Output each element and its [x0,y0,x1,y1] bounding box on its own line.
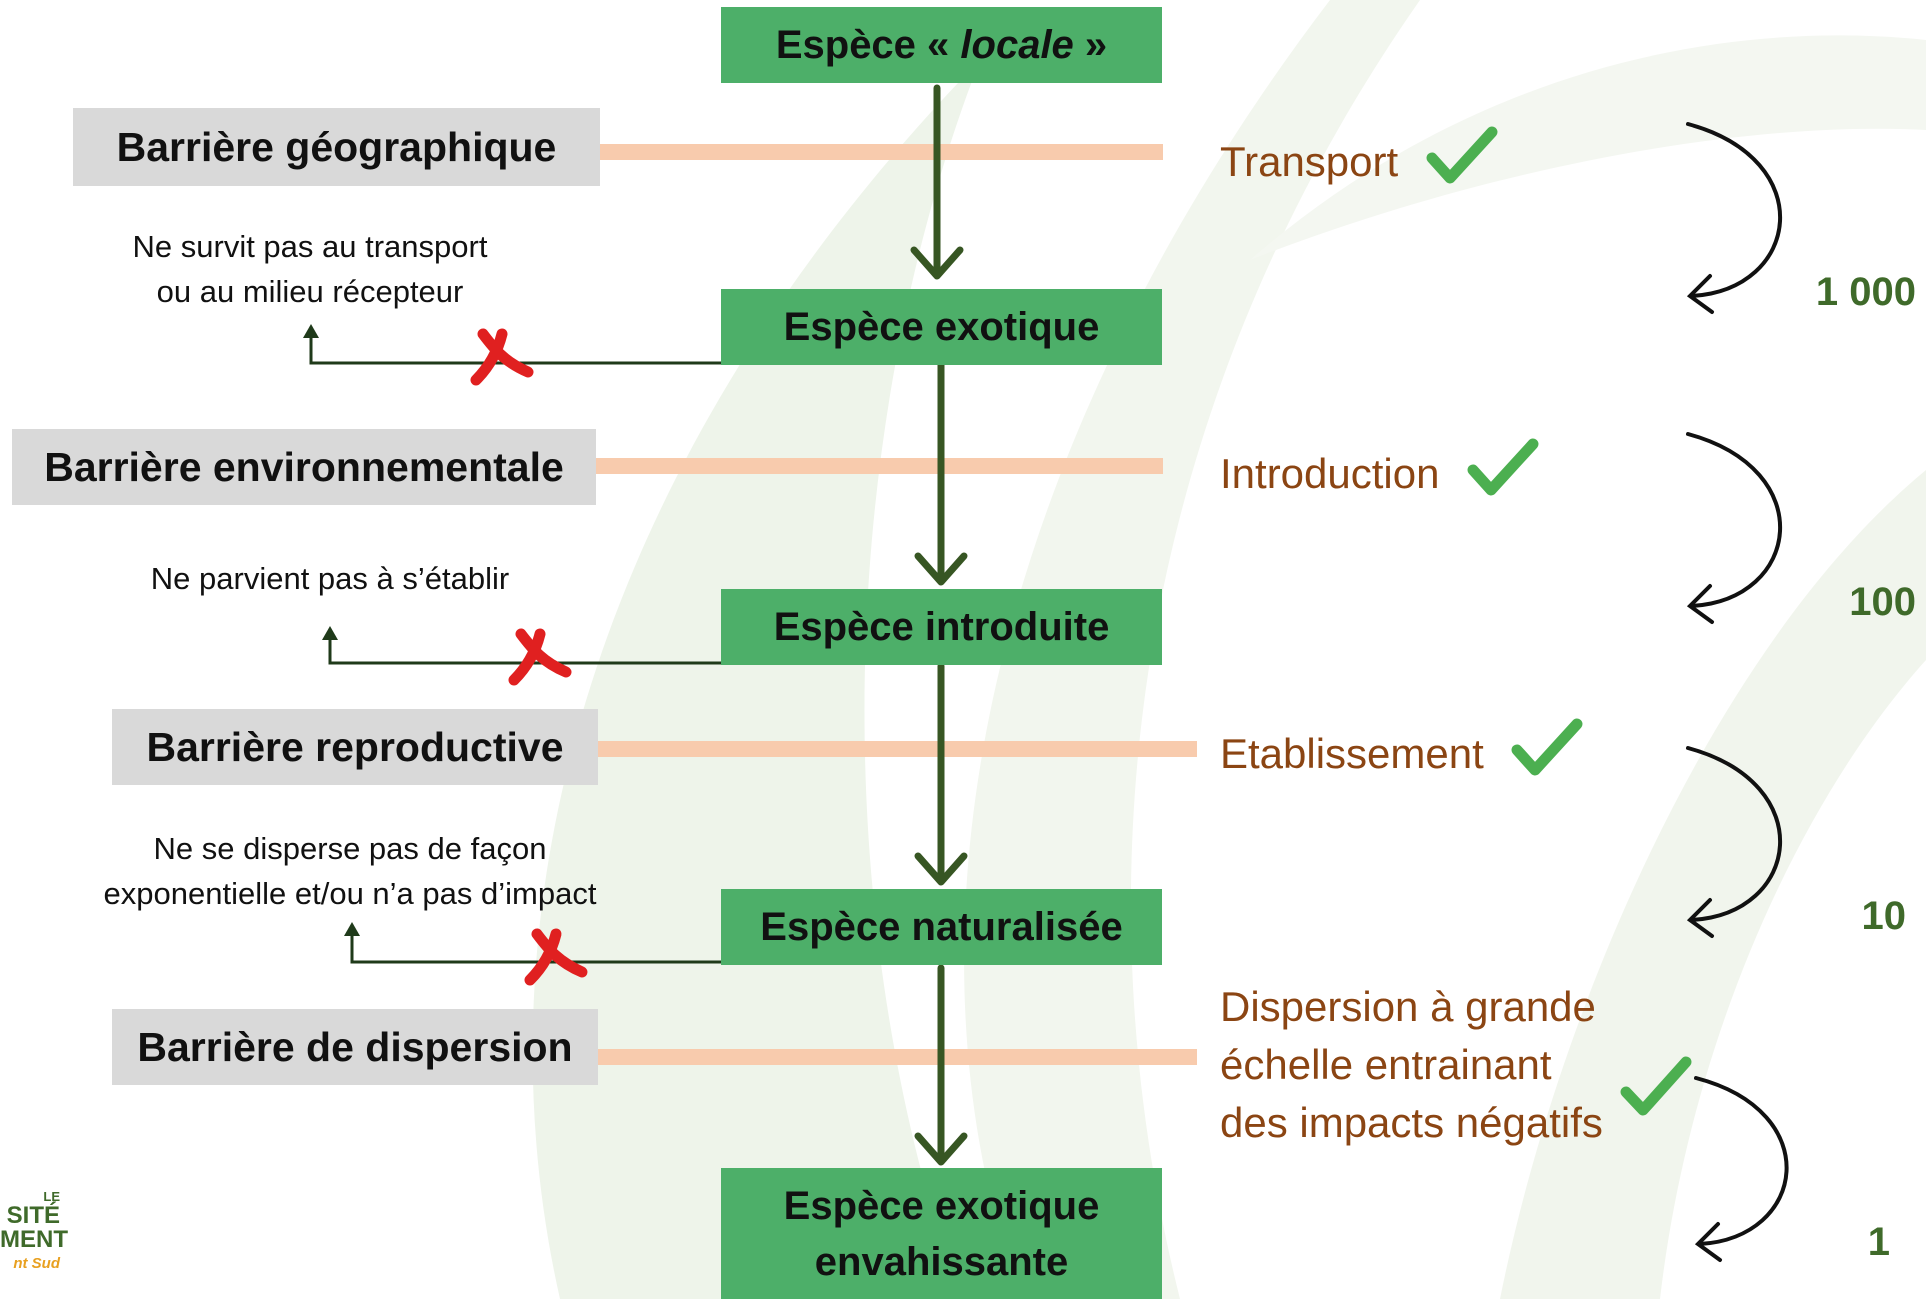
stage-introduced-species: Espèce introduite [721,589,1162,665]
failure-note-dispersal: Ne se disperse pas de façon exponentiell… [70,826,630,916]
curved-arrow-icon [1686,122,1782,314]
barrier-dispersal: Barrière de dispersion [112,1009,598,1085]
cross-icon [524,928,588,986]
barrier-reproductive: Barrière reproductive [112,709,598,785]
up-arrow-icon [303,324,319,338]
failure-note-transport: Ne survit pas au transport ou au milieu … [90,224,530,314]
step-label: Transport [1220,138,1399,185]
step-label-line: Dispersion à grande [1220,983,1596,1030]
barrier-bands [594,144,1197,1065]
barrier-geographic: Barrière géographique [73,108,600,186]
barrier-label: Barrière géographique [116,123,557,170]
barrier-label: Barrière reproductive [146,723,564,770]
count-dispersal: 1 [1867,1220,1890,1264]
barrier-label: Barrière de dispersion [137,1023,573,1070]
failure-note-establishment: Ne parvient pas à s’établir [110,556,550,601]
check-icon [1620,1056,1692,1116]
step-introduction: Introduction [1220,436,1539,503]
logo-line: nt Sud [13,1255,60,1272]
stage-naturalized-species: Espèce naturalisée [721,889,1162,965]
cross-icon [508,628,572,686]
step-establishment: Etablissement [1220,716,1583,783]
count-transport: 1 000 [1815,270,1916,314]
step-dispersal: Dispersion à grande échelle entrainant d… [1220,978,1603,1152]
logo-line: MENT [0,1226,68,1253]
stage-local-species: Espèce « locale » [721,7,1162,83]
step-label-line: des impacts négatifs [1220,1099,1603,1146]
failure-line: Ne parvient pas à s’établir [150,561,510,596]
failure-line: exponentielle et/ou n’a pas d’impact [103,876,597,911]
step-label: Introduction [1220,450,1440,497]
curved-arrow-icon [1694,1076,1789,1262]
count-introduction: 100 [1849,580,1916,624]
barrier-label: Barrière environnementale [44,443,564,490]
failure-line: ou au milieu récepteur [156,274,464,309]
logo-line: SITÉ [6,1202,60,1229]
stage-label: Espèce exotique [783,305,1100,349]
stage-label: Espèce introduite [773,605,1110,649]
stage-label: Espèce exotique envahissante [783,1183,1100,1284]
failure-connectors [309,336,721,964]
stage-invasive-species: Espèce exotique envahissante [721,1168,1162,1299]
up-arrow-icon [322,626,338,640]
cross-icon [470,328,534,386]
up-arrow-icon [344,922,360,936]
check-icon [1511,718,1583,776]
logo-line: LE [43,1189,60,1204]
step-label-line: échelle entrainant [1220,1041,1552,1088]
step-transport: Transport [1220,124,1498,191]
check-icon [1467,438,1539,496]
stage-exotic-species: Espèce exotique [721,289,1162,365]
stage-label: Espèce naturalisée [760,905,1123,949]
curved-arrow-icon [1686,746,1782,938]
curved-arrow-icon [1686,432,1782,624]
institution-logo: LE SITÉ MENT nt Sud [0,1189,68,1276]
stage-label: Espèce « locale » [775,23,1108,67]
barrier-environmental: Barrière environnementale [12,429,596,505]
step-label: Etablissement [1220,730,1484,777]
check-icon [1426,126,1498,184]
failure-line: Ne se disperse pas de façon [153,831,547,866]
flow-arrows [910,84,968,1166]
failure-line: Ne survit pas au transport [132,229,488,264]
count-establishment: 10 [1861,894,1907,938]
